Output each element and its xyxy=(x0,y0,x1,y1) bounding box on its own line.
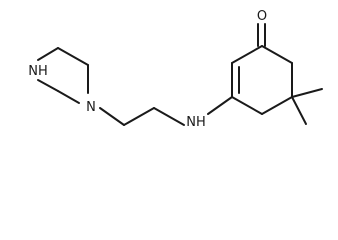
bond-pz-b-nh xyxy=(37,47,59,61)
bond-c6-c1 xyxy=(261,45,293,64)
bond-ch2-ch2 xyxy=(123,107,155,126)
structure-canvas: O NH N NH xyxy=(28,9,323,130)
bond-c3-nh xyxy=(207,96,233,115)
atom-piperazine-nh: NH xyxy=(28,64,48,79)
bond-pz-nh-c xyxy=(37,79,59,92)
bond-nh-ch2 xyxy=(153,107,185,126)
bond-c4-c5 xyxy=(261,96,293,115)
bond-pz-c-d xyxy=(57,90,80,104)
atom-piperazine-n1: N xyxy=(86,100,96,115)
bond-pz-a-b xyxy=(57,47,89,66)
atom-oxygen: O xyxy=(257,9,267,24)
bond-methyl-a xyxy=(291,88,323,98)
bond-c1-c2 xyxy=(231,45,263,64)
molecule-drawing: O NH N NH xyxy=(28,9,323,130)
bond-c3-c4 xyxy=(231,96,263,115)
bond-ch2-n xyxy=(99,107,125,126)
atom-amine-nh: NH xyxy=(186,115,206,130)
bond-methyl-b xyxy=(291,96,307,125)
